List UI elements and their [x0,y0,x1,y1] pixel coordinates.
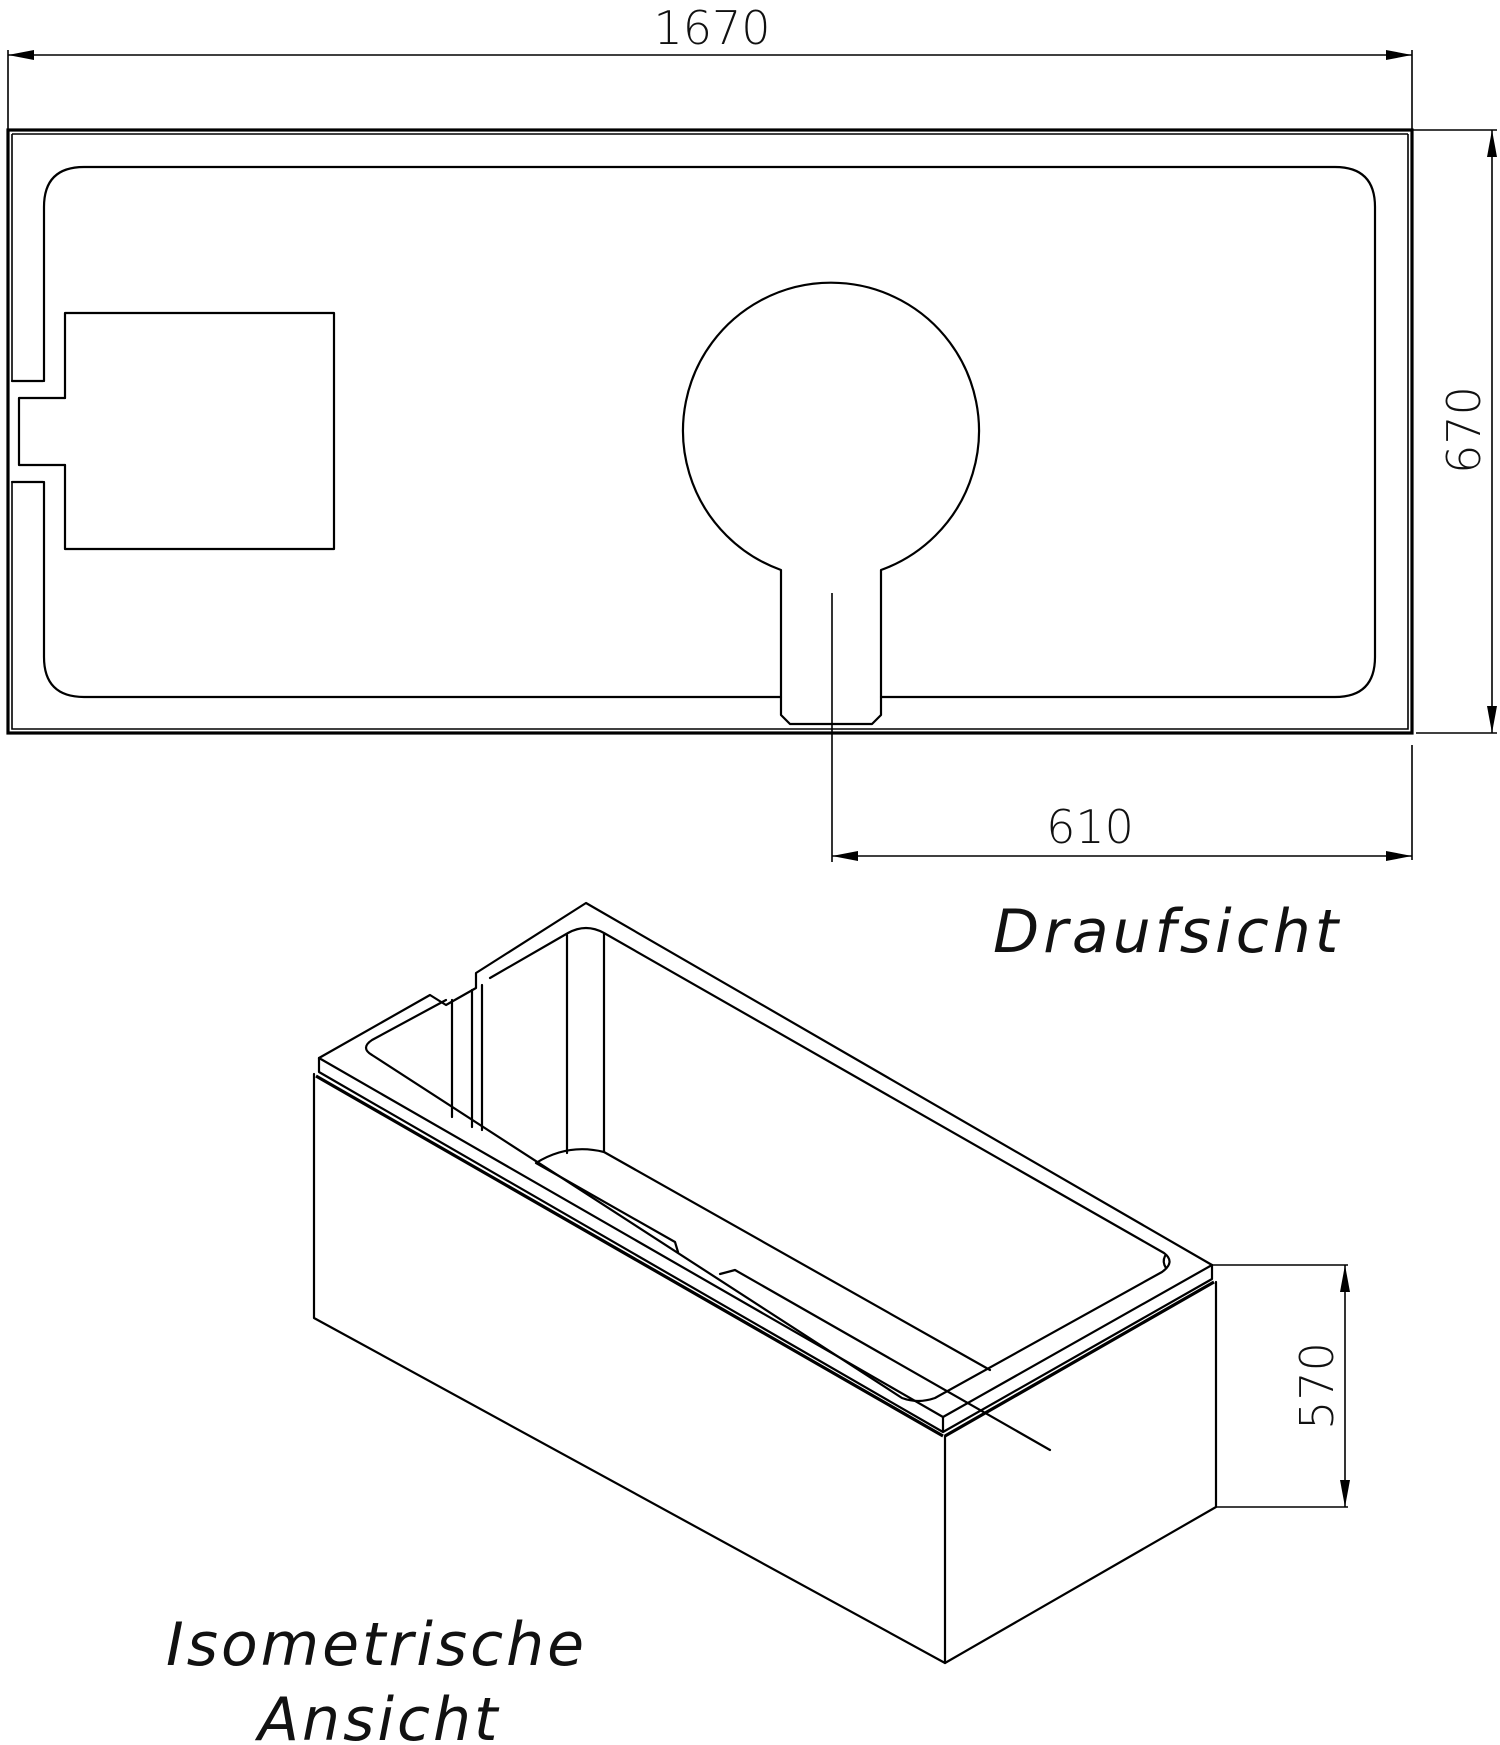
dimension-drain-offset-text: 610 [1046,800,1134,854]
iso-view-label-line1: Isometrische [166,1610,587,1680]
dimension-height-text: 570 [1290,1342,1344,1430]
iso-rim-thickness [317,1056,1214,1434]
tub-outer-outline [6,128,1414,735]
dimension-width: 670 [1412,129,1497,734]
iso-basin-rim [364,926,1171,1403]
iso-view-label-line2: Ansicht [254,1685,501,1745]
dimension-length-text: 1670 [653,1,770,55]
iso-basin-floor [534,1148,1052,1452]
tub-outer-inner-line [11,134,1409,730]
dimension-drain-offset: 610 [832,745,1413,861]
dimension-width-text: 670 [1437,386,1491,474]
iso-front-panel [312,1072,947,1665]
iso-inner-corner [450,932,606,1155]
iso-rim-outline [317,901,1214,1419]
dimension-height: 570 [1212,1264,1350,1508]
inner-basin-outline [42,165,1377,699]
square-recess [63,311,336,551]
overflow-slot [10,379,67,484]
top-view: 1670 670 610 Draufsicht [6,1,1497,967]
drain-circle [681,281,981,726]
top-view-label: Draufsicht [993,897,1342,967]
dimension-length: 1670 [7,1,1413,130]
isometric-view [312,901,1218,1665]
